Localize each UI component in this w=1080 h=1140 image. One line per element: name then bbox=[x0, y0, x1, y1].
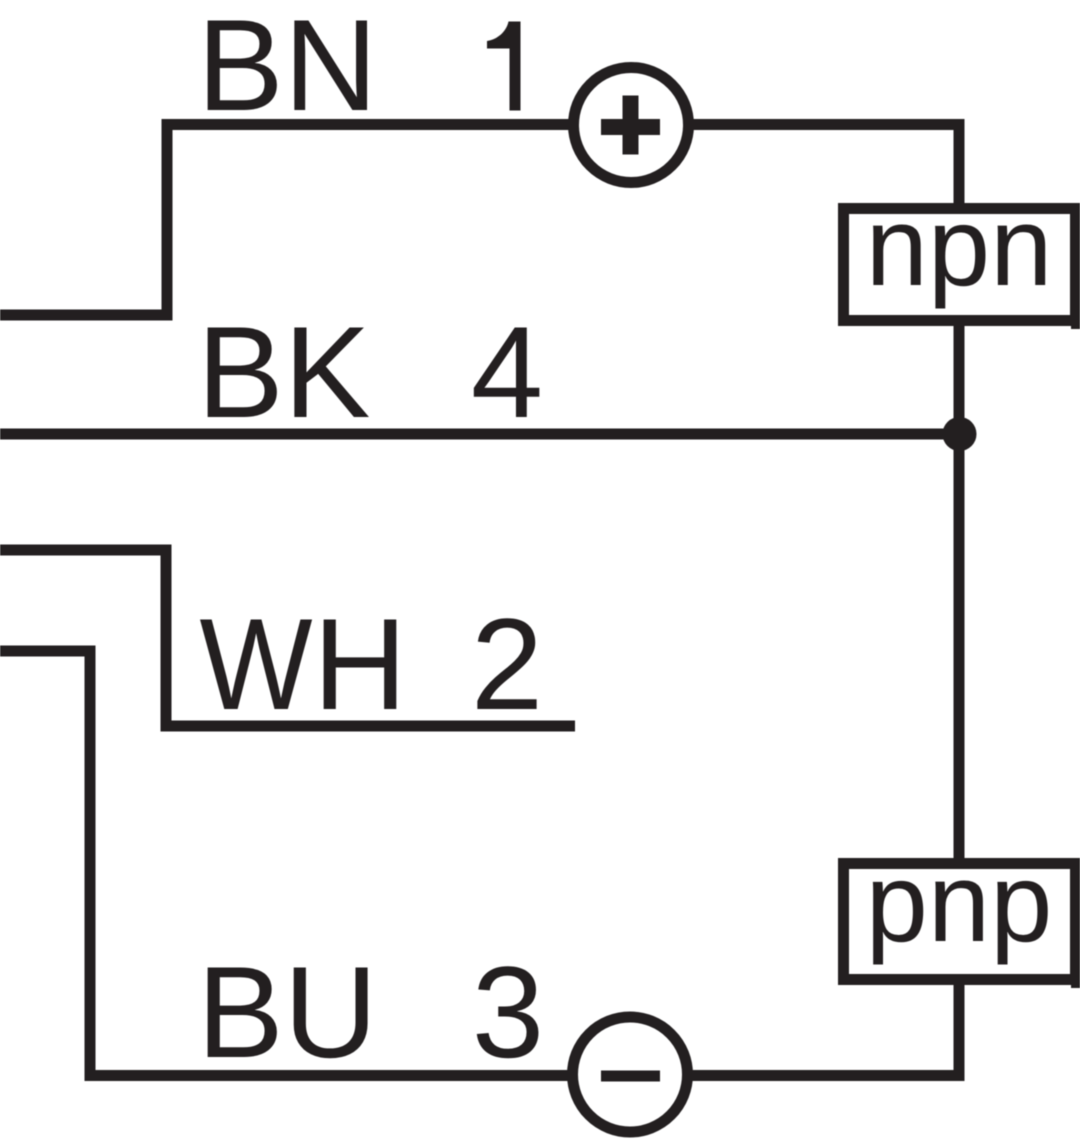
svg-text:H: H bbox=[313, 591, 407, 737]
svg-text:BN: BN bbox=[197, 0, 378, 138]
svg-text:BK: BK bbox=[197, 299, 370, 445]
svg-text:BU: BU bbox=[197, 939, 378, 1085]
svg-text:pnp: pnp bbox=[866, 840, 1053, 965]
svg-text:npn: npn bbox=[866, 184, 1053, 309]
svg-text:2: 2 bbox=[471, 591, 543, 737]
svg-text:4: 4 bbox=[471, 299, 543, 445]
svg-text:W: W bbox=[200, 591, 313, 737]
svg-text:3: 3 bbox=[472, 939, 544, 1085]
